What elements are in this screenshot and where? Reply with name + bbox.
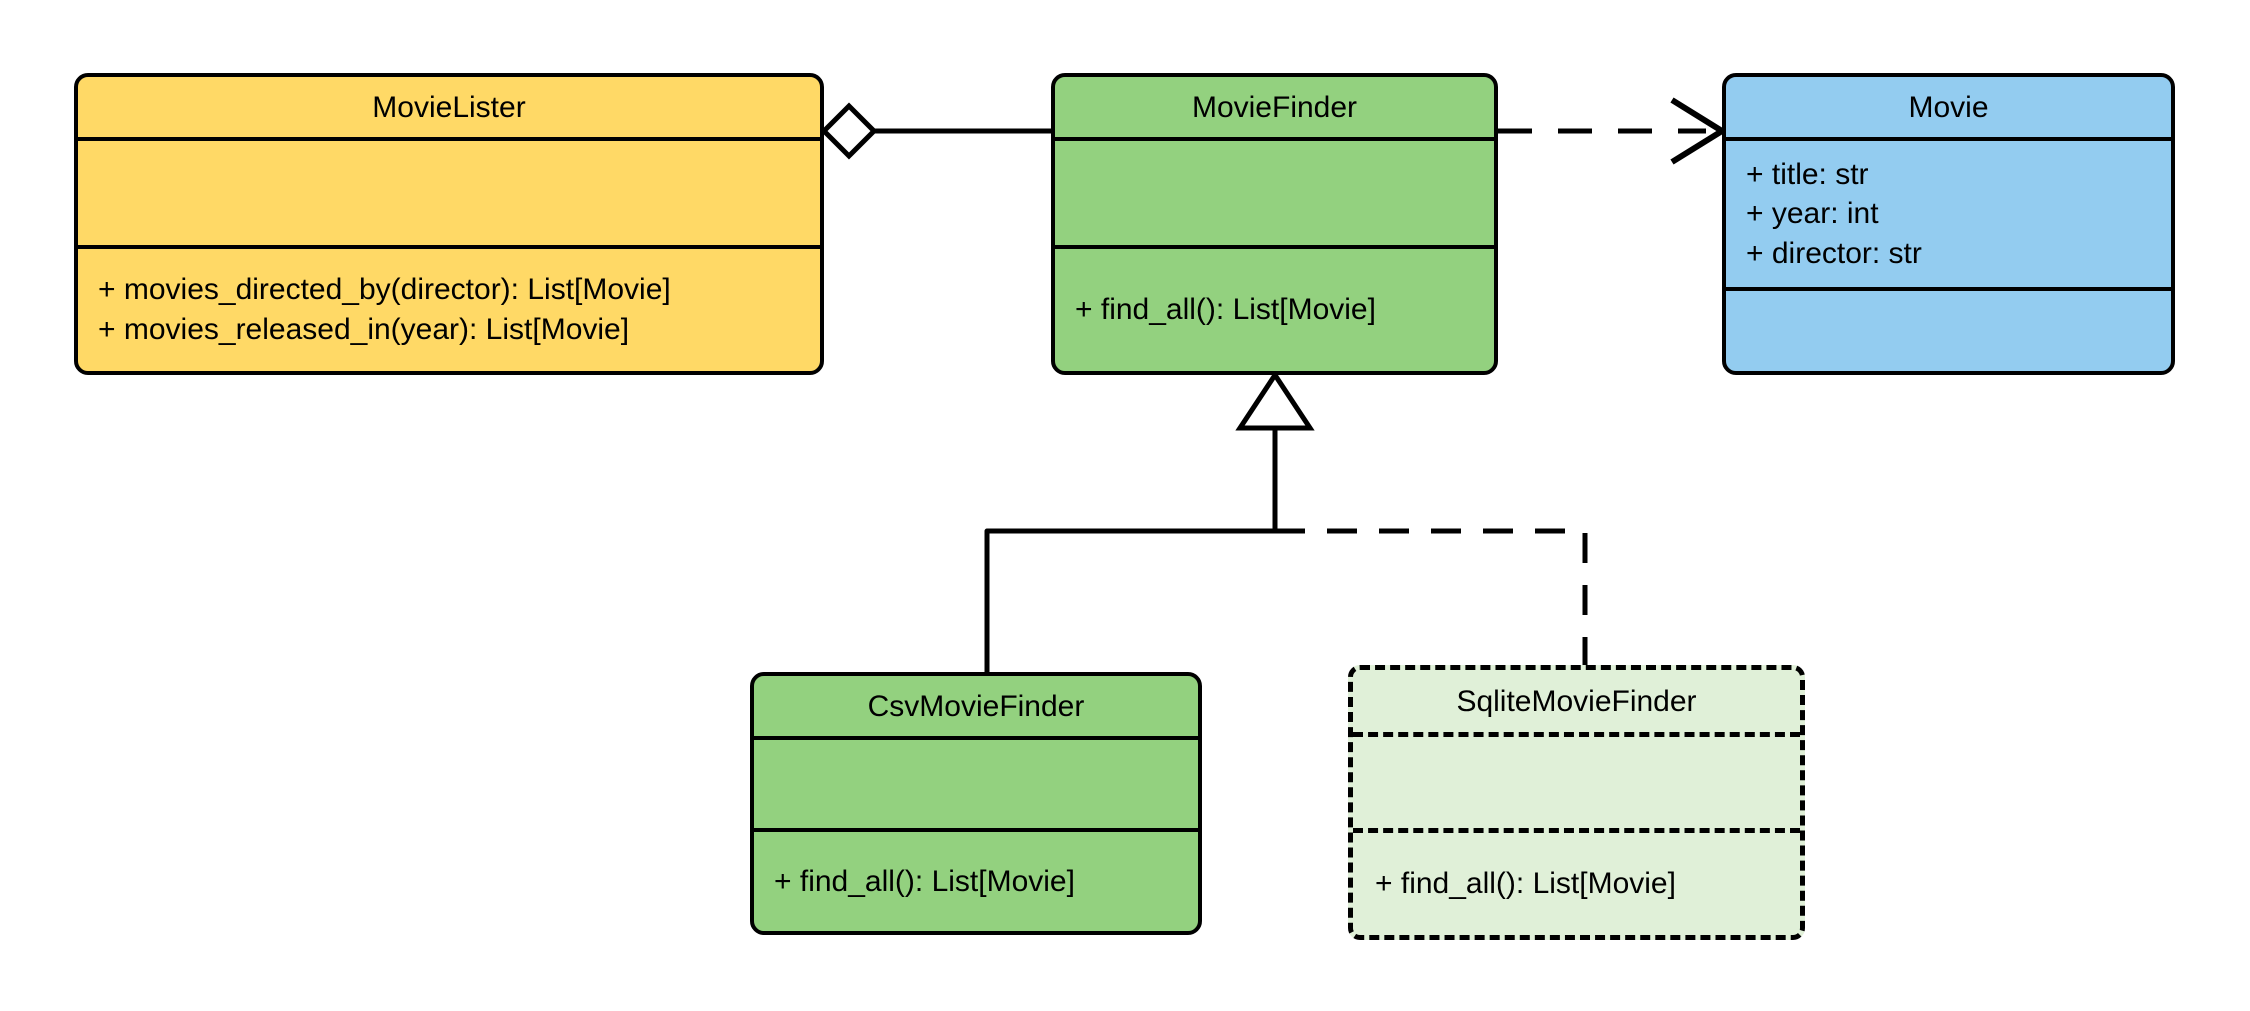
hollow-triangle-icon [1235,370,1315,431]
attribute-item: + title: str [1746,157,1869,191]
generalization-branch-sqlite [1275,528,1588,665]
method-item: + find_all(): List[Movie] [1375,867,1676,901]
method-item: + movies_released_in(year): List[Movie] [98,313,630,346]
class-name-label: MovieLister [372,90,526,124]
method-item: + movies_directed_by(director): List[Mov… [98,273,671,307]
class-title-compartment: CsvMovieFinder [754,676,1198,736]
class-box-movie[interactable]: Movie + title: str + year: int + directo… [1722,73,2175,375]
class-box-csv-movie-finder[interactable]: CsvMovieFinder + find_all(): List[Movie] [750,672,1202,935]
attribute-item: + year: int [1746,197,1879,231]
class-title-compartment: Movie [1726,77,2171,137]
class-name-label: MovieFinder [1191,90,1358,124]
class-attributes-compartment [754,736,1198,828]
class-name-label: SqliteMovieFinder [1456,684,1697,718]
class-name-label: CsvMovieFinder [867,689,1085,723]
aggregation-lister-finder [820,102,1051,160]
class-methods-compartment: + find_all(): List[Movie] [1055,245,1494,371]
class-methods-compartment [1726,287,2171,371]
class-methods-compartment: + find_all(): List[Movie] [754,828,1198,931]
class-box-sqlite-movie-finder[interactable]: SqliteMovieFinder + find_all(): List[Mov… [1348,665,1805,940]
class-title-compartment: SqliteMovieFinder [1353,670,1800,732]
attribute-item: + director: str [1746,236,1922,270]
class-attributes-compartment [78,137,820,245]
class-methods-compartment: + find_all(): List[Movie] [1353,828,1800,935]
class-attributes-compartment [1055,137,1494,245]
class-attributes-compartment [1353,732,1800,828]
generalization-triangle-group [1235,370,1315,531]
class-title-compartment: MovieLister [78,77,820,137]
class-box-movie-finder[interactable]: MovieFinder + find_all(): List[Movie] [1051,73,1498,375]
dependency-finder-movie [1498,97,1728,165]
class-box-movie-lister[interactable]: MovieLister + movies_directed_by(directo… [74,73,824,375]
hollow-diamond-icon [820,102,878,160]
method-item: + find_all(): List[Movie] [1075,293,1376,327]
class-methods-compartment: + movies_directed_by(director): List[Mov… [78,245,820,371]
class-name-label: Movie [1908,90,1989,124]
generalization-branch-csv [984,528,1275,672]
method-item: + find_all(): List[Movie] [774,864,1075,898]
class-attributes-compartment: + title: str + year: int + director: str [1726,137,2171,287]
class-title-compartment: MovieFinder [1055,77,1494,137]
